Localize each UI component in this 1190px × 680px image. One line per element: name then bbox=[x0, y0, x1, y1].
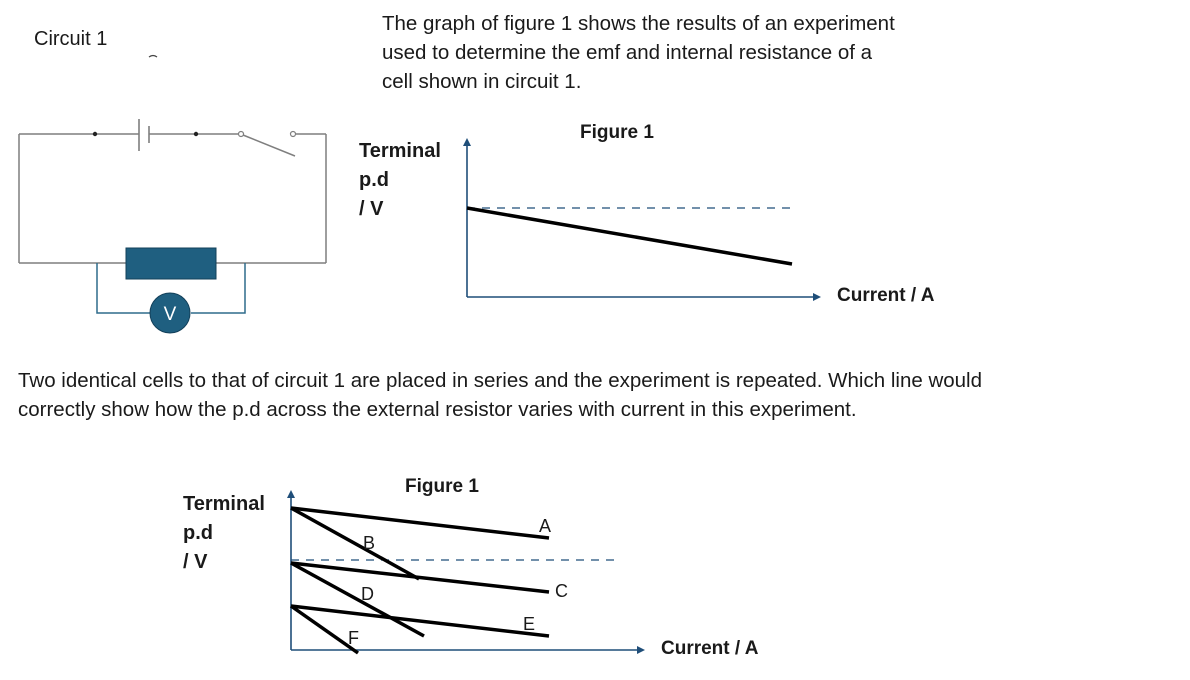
voltmeter-symbol: V bbox=[164, 304, 177, 325]
graph1 bbox=[463, 138, 821, 301]
intro-line: cell shown in circuit 1. bbox=[382, 70, 582, 93]
line-label-a: A bbox=[539, 516, 551, 536]
line-b bbox=[290, 506, 420, 581]
intro-line: The graph of figure 1 shows the results … bbox=[382, 12, 895, 35]
question-text: Two identical cells to that of circuit 1… bbox=[18, 366, 1178, 424]
terminal-dot bbox=[92, 131, 98, 137]
graph1-title: Figure 1 bbox=[580, 122, 654, 143]
line-e bbox=[290, 604, 550, 638]
circuit-title: Circuit 1 bbox=[34, 28, 108, 50]
line-label-d: D bbox=[361, 584, 374, 604]
line-label-b: B bbox=[363, 533, 375, 553]
question-line: correctly show how the p.d across the ex… bbox=[18, 398, 857, 421]
voltmeter bbox=[149, 292, 191, 334]
graph1-y-label-line: Terminal bbox=[359, 140, 441, 162]
graph2: A B C D E F bbox=[287, 490, 645, 655]
stray-mark bbox=[148, 54, 158, 58]
line-label-c: C bbox=[555, 581, 568, 601]
graph2-y-label-line: p.d bbox=[183, 522, 213, 544]
line-c bbox=[290, 561, 550, 594]
switch-contact bbox=[289, 130, 297, 138]
line-label-e: E bbox=[523, 614, 535, 634]
graph2-title: Figure 1 bbox=[405, 476, 479, 497]
voltmeter-wire-left bbox=[96, 263, 150, 314]
graph1-y-label-line: / V bbox=[359, 198, 384, 220]
graph1-y-label-line: p.d bbox=[359, 169, 389, 191]
resistor bbox=[125, 247, 217, 280]
circuit-diagram: V bbox=[18, 54, 327, 334]
graph2-y-label-line: / V bbox=[183, 551, 208, 573]
line-a bbox=[290, 506, 550, 540]
graph1-y-axis-label: Terminal p.d / V bbox=[359, 137, 441, 224]
graph1-result-line bbox=[466, 206, 793, 266]
line-f bbox=[289, 604, 360, 655]
switch-contact bbox=[237, 130, 245, 138]
intro-text: The graph of figure 1 shows the results … bbox=[382, 9, 982, 96]
switch-lever bbox=[242, 134, 296, 157]
graph2-x-axis-label: Current / A bbox=[661, 638, 759, 659]
line-label-f: F bbox=[348, 628, 359, 648]
question-line: Two identical cells to that of circuit 1… bbox=[18, 369, 983, 392]
graph1-x-axis-label: Current / A bbox=[837, 285, 935, 306]
intro-line: used to determine the emf and internal r… bbox=[382, 41, 873, 64]
graph2-y-label-line: Terminal bbox=[183, 493, 265, 515]
voltmeter-wire-right bbox=[191, 263, 246, 314]
graph2-y-axis-label: Terminal p.d / V bbox=[183, 490, 265, 577]
terminal-dot bbox=[193, 131, 199, 137]
line-d bbox=[290, 561, 425, 638]
